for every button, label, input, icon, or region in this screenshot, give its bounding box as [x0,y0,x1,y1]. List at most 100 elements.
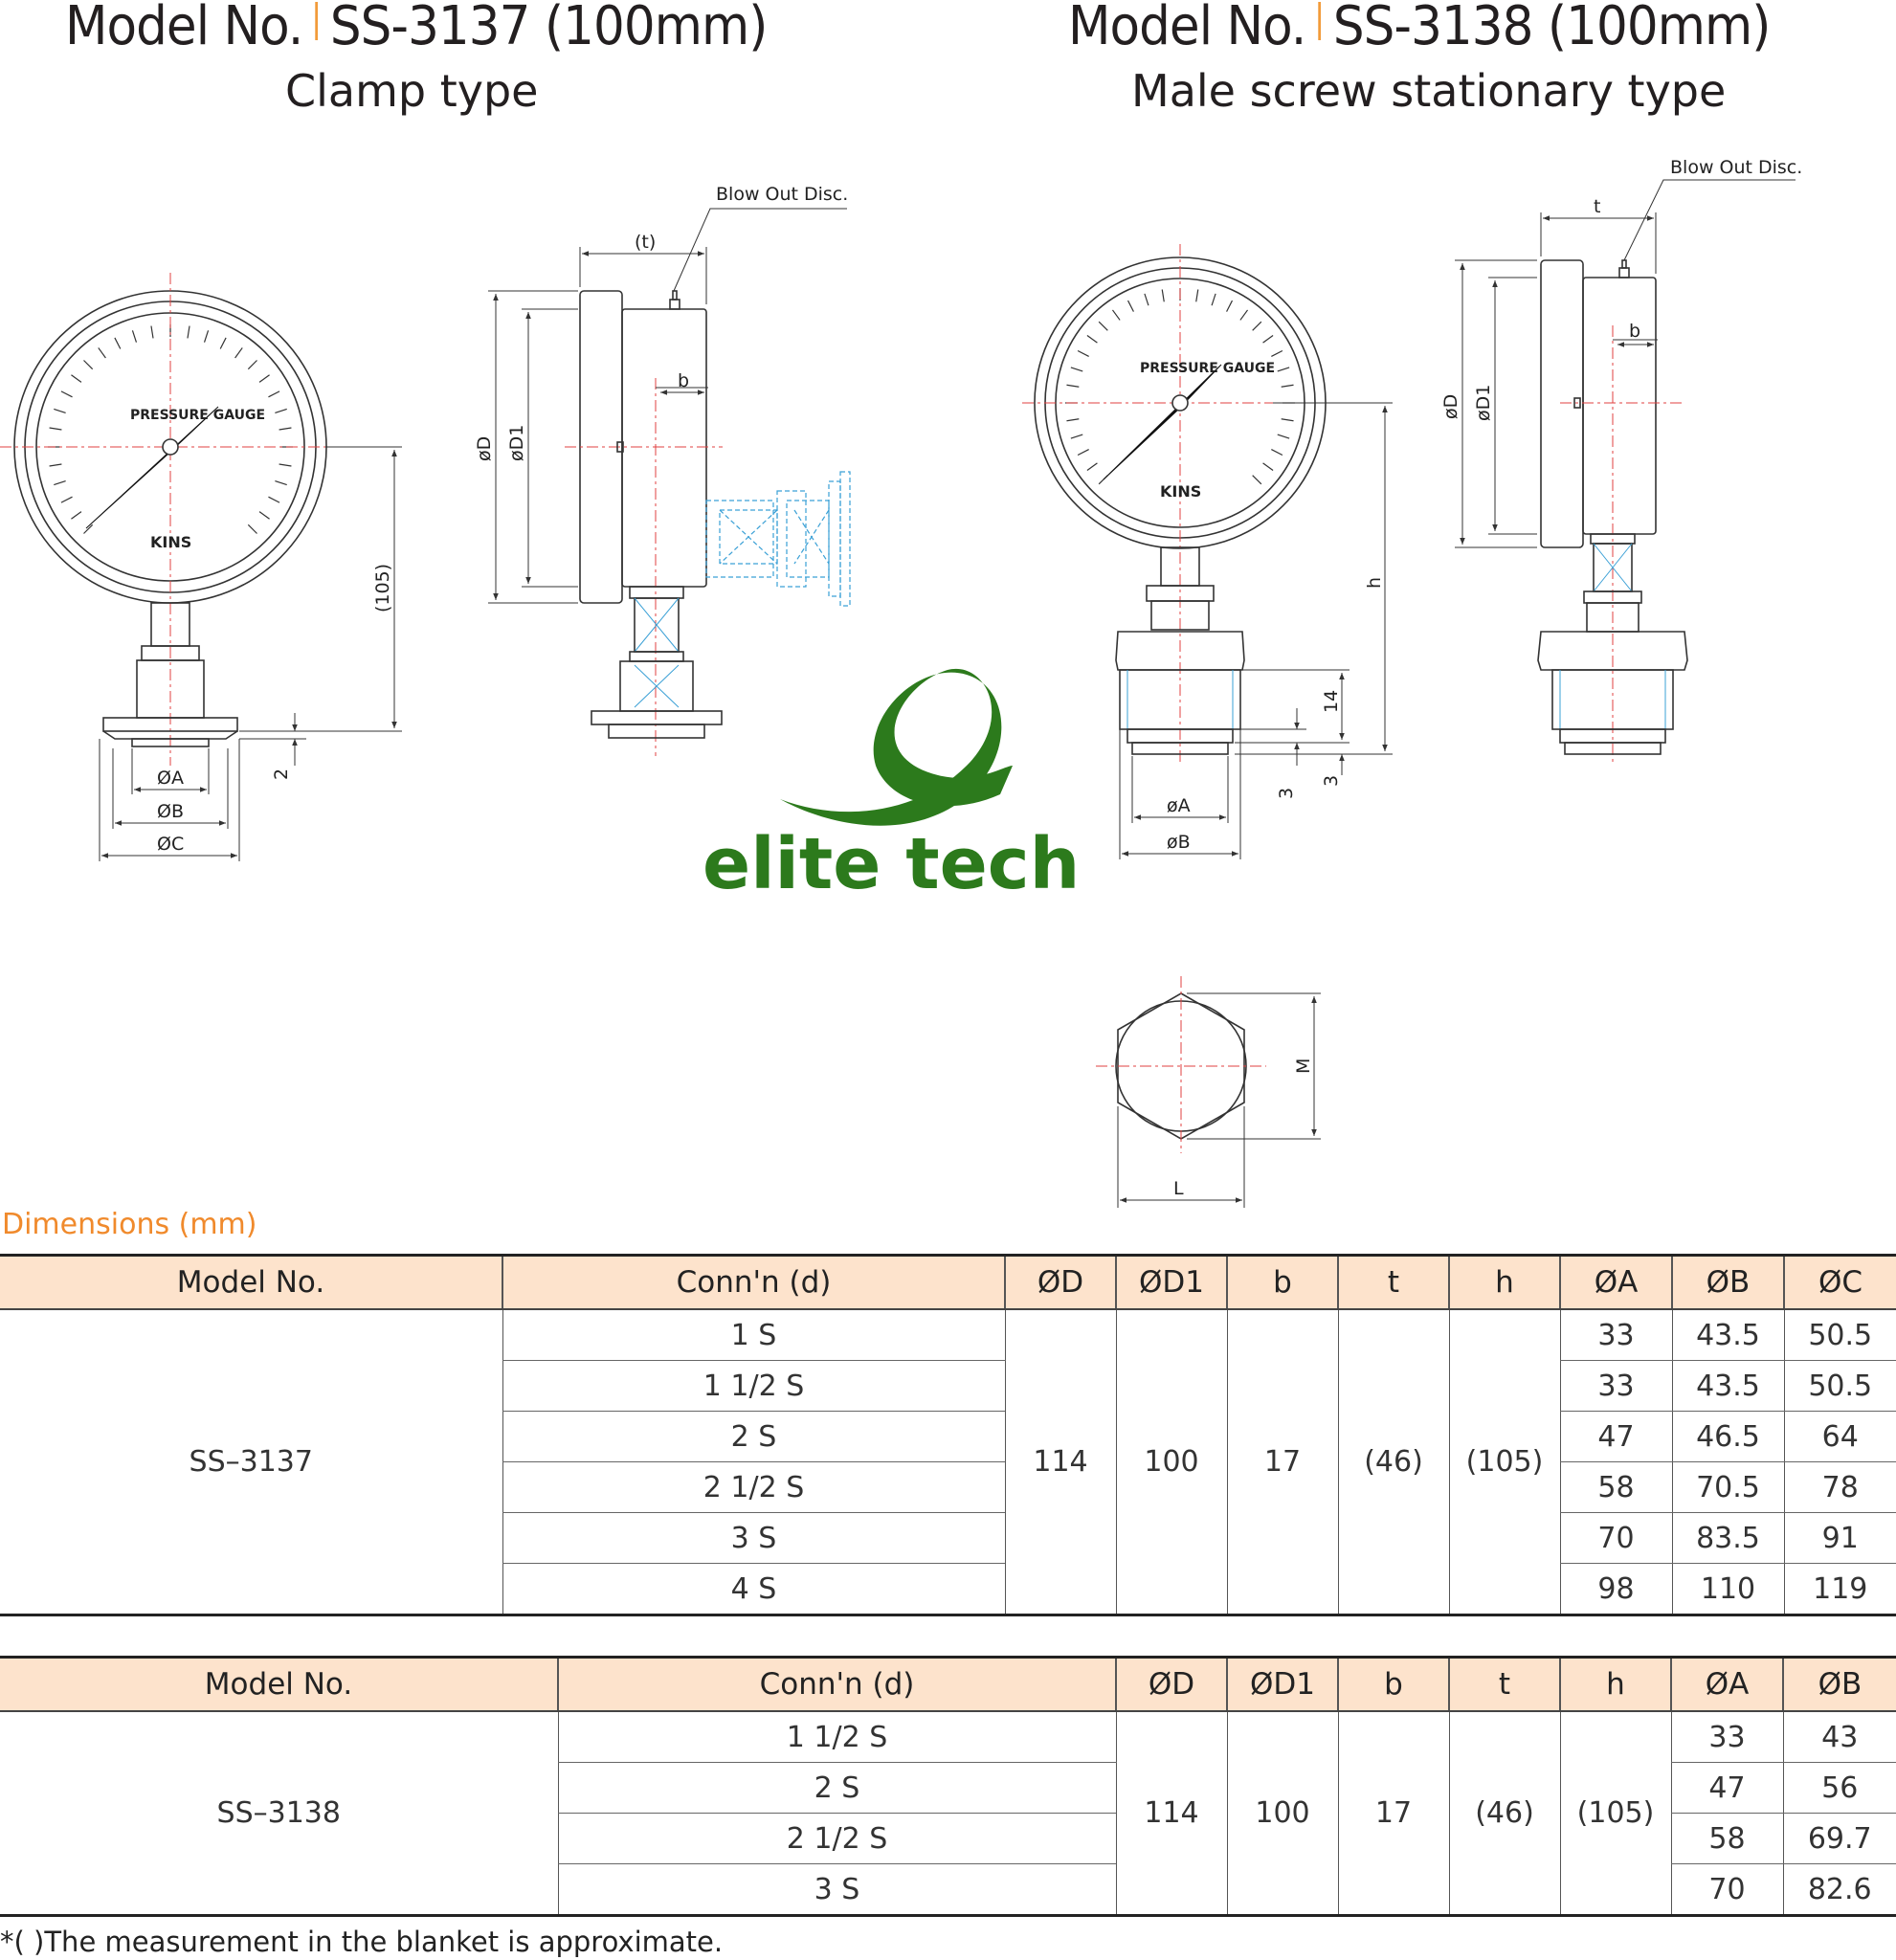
gauge-tick [1226,300,1234,312]
gauge-tick [1070,367,1083,372]
table-header-cell: h [1559,1657,1671,1712]
table-cell: 1 1/2 S [502,1360,1005,1412]
gauge-tick [1277,367,1290,372]
gauge-tick [234,347,243,359]
table-cell: 58 [1559,1461,1672,1513]
gauge-tick [1066,384,1080,388]
model-prefix: Model No. [1068,0,1306,57]
gauge-tick [71,511,82,520]
gauge-tick [83,360,94,370]
table-cell: 4 S [502,1563,1005,1616]
elite-tech-logo: elite tech [703,668,1080,905]
table-header-cell: ØD [1115,1657,1227,1712]
gauge-tick [187,325,190,339]
gauge-tick [1126,300,1134,312]
table-cell: 33 [1559,1309,1672,1361]
t-label: (t) [635,232,656,253]
table-header-cell: ØB [1782,1657,1896,1712]
model-title-2: Model No.SS-3138 (100mm) [1068,0,1771,57]
dim-3-label: 3 [1276,788,1297,799]
table-cell: 17 [1226,1309,1338,1616]
table-cell: 47 [1559,1411,1672,1462]
hex-nut-view [1096,976,1321,1208]
table-cell: 70.5 [1671,1461,1784,1513]
table-header-cell: ØB [1671,1255,1784,1310]
table-cell: 70 [1670,1863,1783,1917]
model-code: SS-3137 (100mm) [329,0,769,57]
table-cell: 3 S [502,1512,1005,1564]
table-cell: (46) [1337,1309,1449,1616]
table-cell: 114 [1004,1309,1116,1616]
b-label: b [1629,321,1640,342]
table-header-cell: ØD1 [1226,1657,1338,1712]
table-cell: SS–3138 [0,1711,558,1917]
table-cell: 91 [1783,1512,1896,1564]
dim-2-label: 2 [271,768,292,780]
gauge-tick [247,360,257,370]
gauge-tick [54,408,66,414]
gauge-tick [1252,321,1262,331]
table-cell: 50.5 [1783,1309,1896,1361]
oc-label: ØC [157,834,184,855]
brand-mark: KINS [1160,482,1201,501]
gauge-tick [1111,309,1121,321]
od1-label: øD1 [1473,385,1494,421]
gauge-tick [1281,384,1294,388]
model-subtitle-1: Clamp type [285,65,539,117]
gauge-tick [49,463,62,467]
table-cell: (105) [1448,1309,1560,1616]
table-cell: 33 [1670,1711,1783,1763]
table-cell: (105) [1559,1711,1671,1917]
table-cell: 1 S [502,1309,1005,1361]
gauge-tick [219,337,227,349]
dim-3-label: 3 [1321,775,1342,787]
gauge-tick [275,408,287,414]
table-cell: 46.5 [1671,1411,1784,1462]
gauge-tick [1144,293,1149,306]
table-header-cell: b [1337,1657,1449,1712]
gauge-tick [1281,418,1294,422]
gauge-tick [1098,321,1108,331]
gauge-tick [83,523,94,534]
dimensions-title: Dimensions (mm) [2,1208,257,1241]
model-title-1: Model No.SS-3137 (100mm) [65,0,769,57]
table-cell: 3 S [557,1863,1116,1917]
ob-label: ØB [157,801,184,822]
footnote: *( )The measurement in the blanket is ap… [0,1926,724,1958]
gauge-front-3138 [1022,244,1393,859]
table-cell: 83.5 [1671,1512,1784,1564]
od-label: øD [1440,394,1461,419]
h-label: h [1364,577,1385,589]
table-cell: 64 [1783,1411,1896,1462]
gauge-tick [49,427,62,431]
technical-drawing: Blow Out Disc. Blow Out Disc. (t) t b b … [0,157,1802,1208]
gauge-side-3137 [488,208,851,756]
gauge-tick [1077,349,1089,357]
blow-out-disc-label: Blow Out Disc. [716,184,848,205]
gauge-tick [258,374,270,383]
table-header-cell: Conn'n (d) [502,1255,1005,1310]
table-header-cell: t [1448,1657,1560,1712]
table-cell: 82.6 [1782,1863,1896,1917]
gauge-scale [1065,288,1295,485]
gauge-tick [114,337,122,349]
h-105-label: (105) [372,564,393,612]
table-cell: 17 [1337,1711,1449,1917]
table-cell: 119 [1783,1563,1896,1616]
blow-out-disc-label: Blow Out Disc. [1670,157,1802,178]
table-cell: 98 [1559,1563,1672,1616]
table-header-cell: Conn'n (d) [557,1657,1116,1712]
gauge-tick [203,330,210,343]
gauge-dial-text: PRESSURE GAUGE [130,408,265,423]
gauge-tick [1252,475,1262,485]
gauge-tick [1086,462,1098,472]
gauge-tick [60,496,73,503]
gauge-tick [1161,289,1165,302]
table-header-cell: ØA [1559,1255,1672,1310]
gauge-tick [1077,449,1089,457]
